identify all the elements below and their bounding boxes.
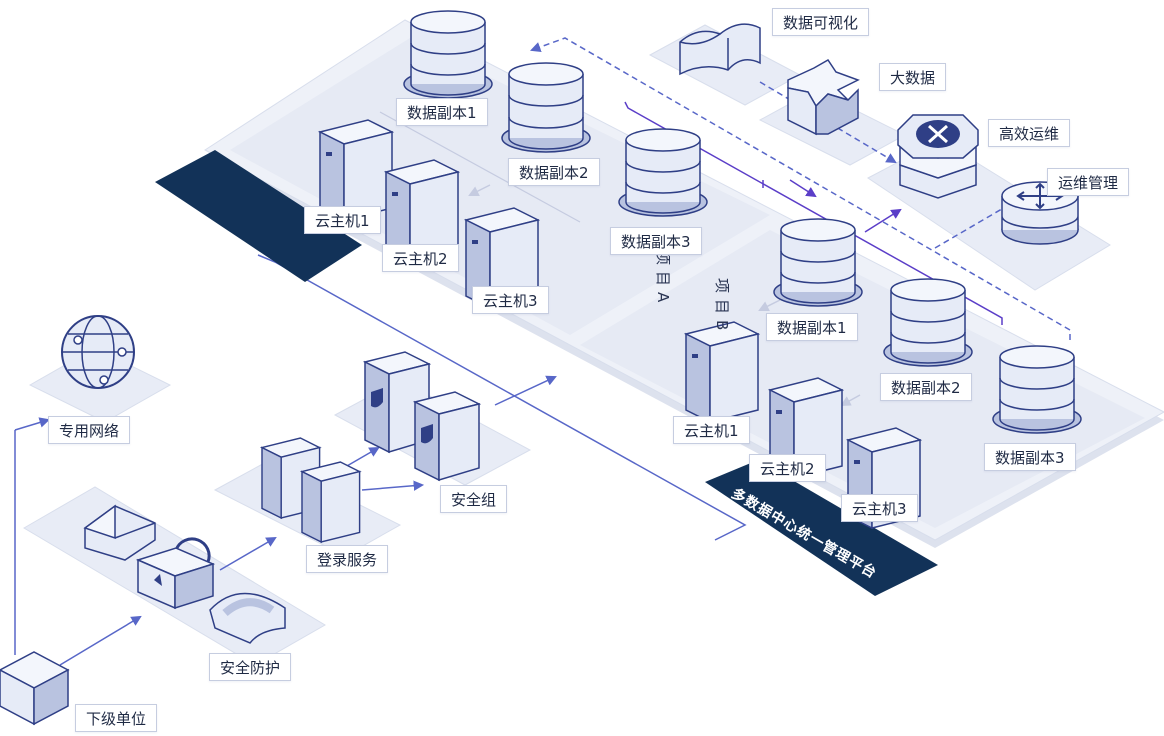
- efficient-ops-icon: [897, 114, 979, 199]
- label-big-data: 大数据: [879, 63, 947, 91]
- label-security-group: 安全组: [440, 485, 508, 513]
- globe-icon: [61, 315, 135, 389]
- label-efficient-ops: 高效运维: [988, 119, 1071, 147]
- label-data-replica-a1: 数据副本1: [396, 98, 488, 126]
- shield-gauge-icon: [209, 592, 286, 644]
- label-dedicated-network: 专用网络: [48, 416, 131, 444]
- firewall-icon: [83, 504, 156, 561]
- label-cloud-host-a3: 云主机3: [472, 286, 549, 314]
- project-b-label: 项目B: [713, 278, 731, 337]
- label-cloud-host-b1: 云主机1: [673, 416, 750, 444]
- server-icon: [317, 119, 395, 222]
- label-cloud-host-b2: 云主机2: [749, 454, 826, 482]
- platform-banner-bottom: [705, 460, 938, 596]
- label-data-replica-a2: 数据副本2: [508, 158, 600, 186]
- big-data-icon: [787, 59, 860, 136]
- label-data-replica-b2: 数据副本2: [880, 373, 972, 401]
- database-icon: [618, 128, 708, 217]
- label-cloud-host-b3: 云主机3: [841, 494, 918, 522]
- lock-icon: [135, 537, 216, 610]
- server-icon: [383, 159, 461, 262]
- label-data-replica-a3: 数据副本3: [610, 227, 702, 255]
- database-icon: [992, 345, 1082, 434]
- database-icon: [883, 278, 973, 367]
- label-data-replica-b3: 数据副本3: [984, 443, 1076, 471]
- label-login-service: 登录服务: [306, 545, 389, 573]
- label-data-visualization: 数据可视化: [772, 8, 870, 36]
- project-a-label: 项目A: [654, 250, 672, 309]
- label-security-protection: 安全防护: [209, 653, 292, 681]
- label-cloud-host-a2: 云主机2: [382, 244, 459, 272]
- label-cloud-host-a1: 云主机1: [304, 206, 381, 234]
- server-icon: [683, 321, 761, 424]
- label-ops-management: 运维管理: [1047, 168, 1130, 196]
- database-icon: [773, 218, 863, 307]
- label-subordinate-unit: 下级单位: [75, 704, 158, 732]
- cube-icon: [0, 651, 70, 726]
- login-server-icon: [299, 461, 362, 544]
- platform-banner-top: [155, 150, 362, 282]
- data-visualization-icon: [679, 23, 761, 76]
- security-group-icon: [362, 351, 482, 482]
- label-data-replica-b1: 数据副本1: [766, 313, 858, 341]
- database-icon: [403, 10, 493, 99]
- database-icon: [501, 62, 591, 153]
